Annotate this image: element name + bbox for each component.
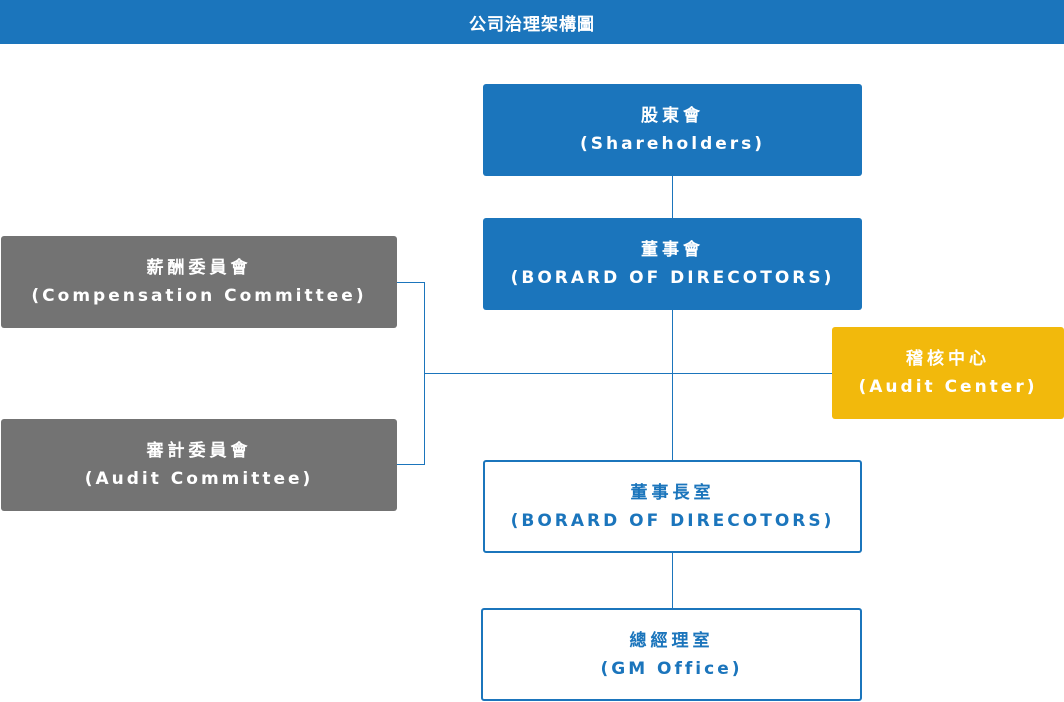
node-audit-center-zh: 稽核中心 bbox=[906, 349, 990, 369]
node-compensation-en: (Compensation Committee) bbox=[31, 286, 367, 306]
node-shareholders-en: (Shareholders) bbox=[579, 134, 766, 154]
node-board-en: (BORARD OF DIRECOTORS) bbox=[510, 268, 835, 288]
node-compensation-committee: 薪酬委員會 (Compensation Committee) bbox=[1, 236, 397, 328]
node-chairman-office: 董事長室 (BORARD OF DIRECOTORS) bbox=[483, 460, 862, 553]
node-audit-center-en: (Audit Center) bbox=[858, 377, 1038, 397]
chart-title: 公司治理架構圖 bbox=[469, 14, 595, 35]
node-gm-office-zh: 總經理室 bbox=[629, 630, 714, 651]
node-shareholders: 股東會 (Shareholders) bbox=[483, 84, 862, 176]
node-board: 董事會 (BORARD OF DIRECOTORS) bbox=[483, 218, 862, 310]
node-gm-office-en: (GM Office) bbox=[600, 658, 743, 679]
chart-title-bar: 公司治理架構圖 bbox=[0, 0, 1064, 44]
node-audit-committee: 審計委員會 (Audit Committee) bbox=[1, 419, 397, 511]
node-audit-center: 稽核中心 (Audit Center) bbox=[832, 327, 1064, 419]
node-chairman-office-zh: 董事長室 bbox=[630, 482, 715, 503]
node-audit-committee-en: (Audit Committee) bbox=[84, 469, 314, 489]
node-chairman-office-en: (BORARD OF DIRECOTORS) bbox=[510, 510, 835, 531]
node-audit-committee-zh: 審計委員會 bbox=[146, 441, 252, 461]
node-board-zh: 董事會 bbox=[641, 240, 704, 260]
node-gm-office: 總經理室 (GM Office) bbox=[481, 608, 862, 701]
node-compensation-zh: 薪酬委員會 bbox=[146, 258, 252, 278]
node-shareholders-zh: 股東會 bbox=[641, 106, 704, 126]
